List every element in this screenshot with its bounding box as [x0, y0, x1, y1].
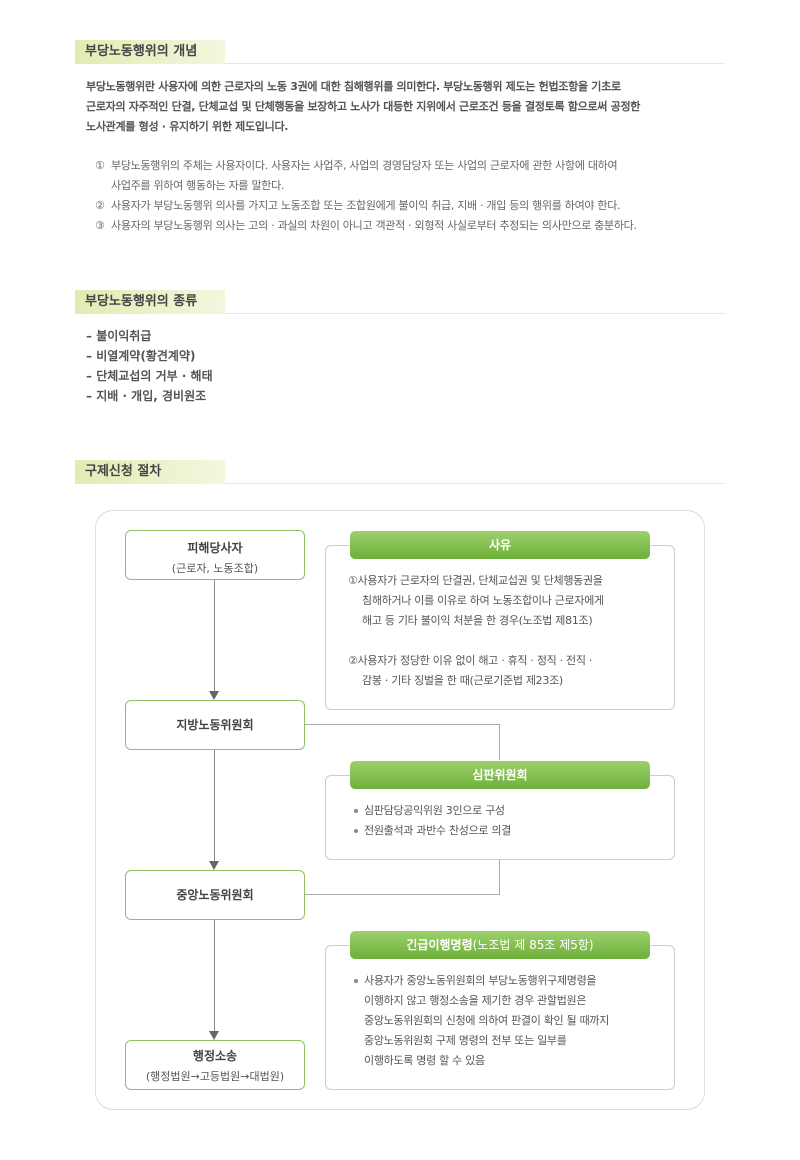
list-item: 단체교섭의 거부 · 해태: [86, 366, 212, 386]
list-item: 심판담당공익위원 3인으로 구성: [352, 801, 672, 821]
node-title: 행정소송: [192, 1049, 238, 1063]
node-subtitle: (근로자, 노동조합): [171, 562, 259, 575]
paragraph-line: 근로자의 자주적인 단결, 단체교섭 및 단체행동을 보장하고 노사가 대등한 …: [86, 100, 641, 113]
section-title-types: 부당노동행위의 종류: [75, 290, 225, 314]
arrow-down-icon: [209, 1031, 219, 1040]
connector-line: [499, 860, 500, 894]
node-central-commission: 중앙노동위원회: [125, 870, 305, 920]
connector-line: [305, 724, 500, 725]
list-item: 전원출석과 과반수 찬성으로 의결: [352, 821, 672, 841]
emergency-order-box: [325, 945, 675, 1090]
committee-bullets: 심판담당공익위원 3인으로 구성 전원출석과 과반수 찬성으로 의결: [352, 801, 672, 841]
reason-label: 사유: [350, 531, 650, 559]
arrow-down-icon: [209, 861, 219, 870]
list-item: 지배 · 개입, 경비원조: [86, 386, 213, 406]
emergency-order-label: 긴급이행명령(노조법 제 85조 제5항): [350, 931, 650, 959]
concept-numbered-list: ① 부당노동행위의 주체는 사용자이다. 사용자는 사업주, 사업의 경영담당자…: [95, 156, 735, 236]
node-title: 중앙노동위원회: [176, 888, 254, 902]
connector-line: [305, 894, 500, 895]
connector-line: [499, 724, 500, 760]
node-title: 피해당사자: [187, 541, 243, 555]
list-item: 불이익취급: [86, 326, 213, 346]
section-header-procedure: 구제신청 절차: [75, 460, 725, 484]
flow-line: [214, 580, 215, 692]
committee-box: [325, 775, 675, 860]
paragraph-line: 부당노동행위란 사용자에 의한 근로자의 노동 3권에 대한 침해행위를 의미한…: [86, 80, 621, 93]
flow-line: [214, 750, 215, 862]
types-list: 불이익취급 비열계약(황견계약) 단체교섭의 거부 · 해태 지배 · 개입, …: [86, 326, 213, 406]
paragraph-line: 노사관계를 형성 · 유지하기 위한 제도입니다.: [86, 120, 289, 133]
node-subtitle: (행정법원→고등법원→대법원): [145, 1070, 285, 1083]
list-item: ① 부당노동행위의 주체는 사용자이다. 사용자는 사업주, 사업의 경영담당자…: [95, 159, 618, 192]
list-item: 비열계약(황견계약): [86, 346, 213, 366]
arrow-down-icon: [209, 691, 219, 700]
section-title-procedure: 구제신청 절차: [75, 460, 225, 484]
node-victim: 피해당사자 (근로자, 노동조합): [125, 530, 305, 580]
section-header-concept: 부당노동행위의 개념: [75, 40, 725, 64]
section-title-concept: 부당노동행위의 개념: [75, 40, 225, 64]
flow-line: [214, 920, 215, 1032]
list-item: ③ 사용자의 부당노동행위 의사는 고의 · 과실의 차원이 아니고 객관적 ·…: [95, 219, 637, 232]
reason-box: [325, 545, 675, 710]
reason-text: ①사용자가 근로자의 단결권, 단체교섭권 및 단체행동권을 침해하거나 이를 …: [348, 574, 604, 687]
section-header-types: 부당노동행위의 종류: [75, 290, 725, 314]
node-administrative-lawsuit: 행정소송 (행정법원→고등법원→대법원): [125, 1040, 305, 1090]
concept-paragraph: 부당노동행위란 사용자에 의한 근로자의 노동 3권에 대한 침해행위를 의미한…: [86, 77, 726, 137]
committee-label: 심판위원회: [350, 761, 650, 789]
node-title: 지방노동위원회: [176, 718, 254, 732]
procedure-diagram-panel: [95, 510, 705, 1110]
list-item: ② 사용자가 부당노동행위 의사를 가지고 노동조합 또는 조합원에게 불이익 …: [95, 199, 621, 212]
node-regional-commission: 지방노동위원회: [125, 700, 305, 750]
emergency-order-text: 사용자가 중앙노동위원회의 부당노동행위구제명령을 이행하지 않고 행정소송을 …: [352, 971, 672, 1071]
